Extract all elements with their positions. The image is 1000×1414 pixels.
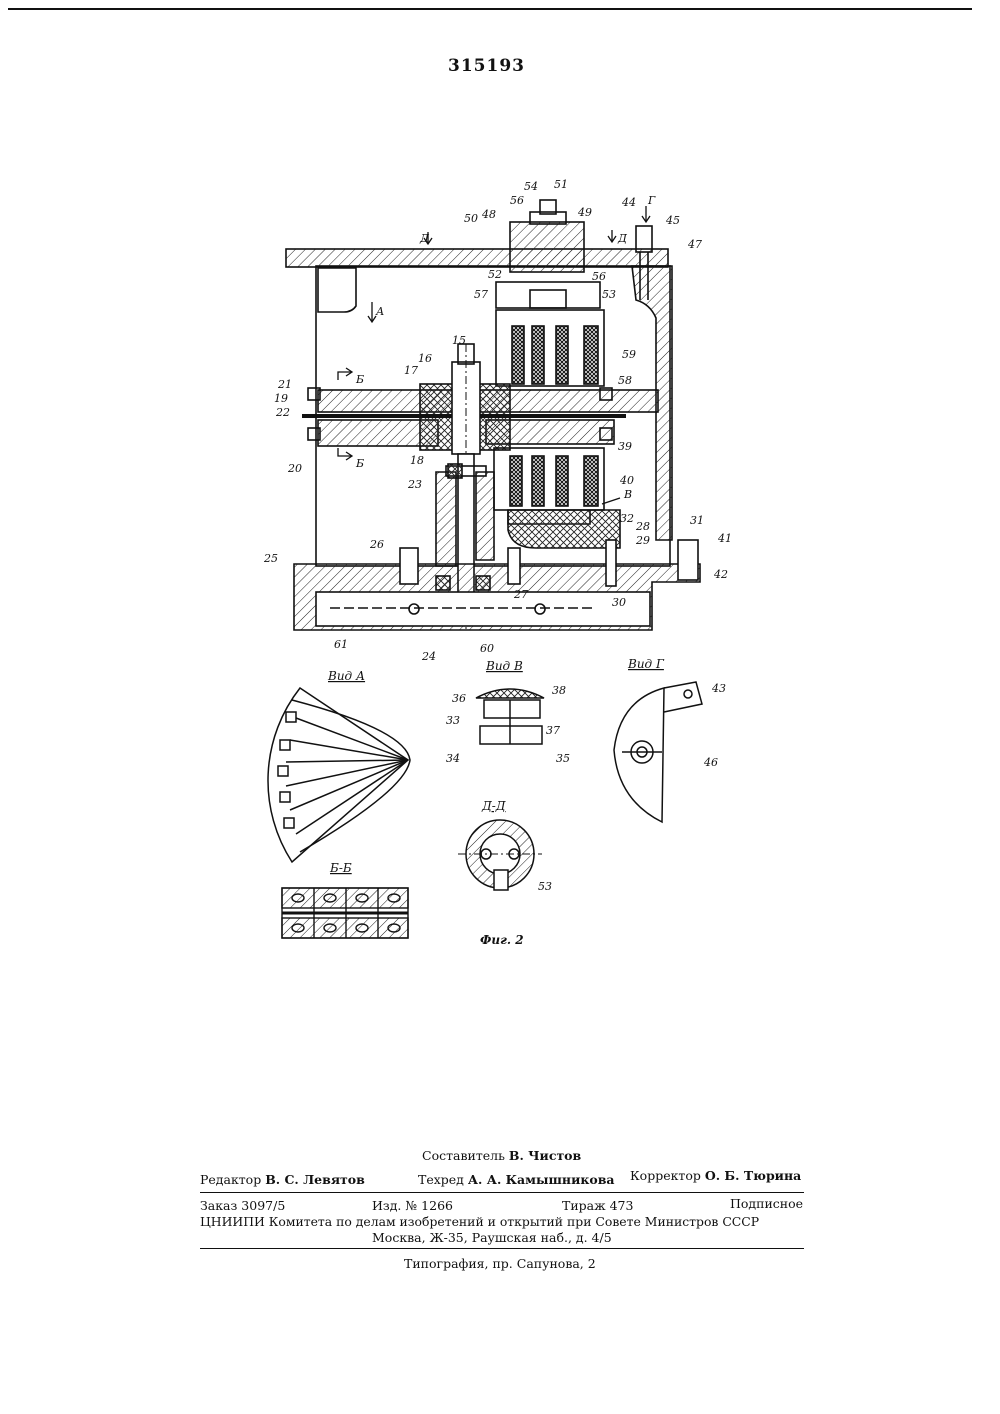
callout-24: 24 — [421, 650, 436, 663]
techred-line: Техред А. А. Камышникова — [418, 1172, 615, 1187]
callout-45: 45 — [665, 214, 680, 227]
callout-19: 19 — [274, 392, 288, 405]
edition-number: Изд. № 1266 — [372, 1198, 453, 1213]
callout-59: 59 — [622, 348, 636, 361]
callout-58: 58 — [618, 374, 632, 387]
top-hub — [510, 222, 584, 272]
top-plate — [286, 249, 668, 267]
callout-48: 48 — [481, 208, 496, 221]
technical-drawing: А Б Б Д Д Г В 15 16 17 18 19 20 21 22 23… — [0, 0, 1000, 1000]
callout-47: 47 — [687, 238, 702, 251]
view-a-label: Вид А — [327, 669, 365, 683]
section-bb-label: Б-Б — [329, 861, 352, 875]
view-v-label: Вид В — [485, 659, 523, 673]
compiler-name: В. Чистов — [509, 1148, 581, 1163]
carrier — [508, 510, 620, 548]
corrector-role: Корректор — [630, 1168, 701, 1183]
view-a — [268, 688, 410, 862]
callout-27: 27 — [513, 588, 528, 601]
callout-34: 34 — [446, 752, 460, 765]
callout-42: 42 — [713, 568, 728, 581]
corrector-name: О. Б. Тюрина — [705, 1168, 801, 1183]
callout-41: 41 — [717, 532, 732, 545]
callout-37: 37 — [546, 724, 560, 737]
callout-46: 46 — [703, 756, 718, 769]
callout-26: 26 — [369, 538, 384, 551]
circulation: Тираж 473 — [562, 1198, 633, 1213]
callout-44: 44 — [621, 196, 636, 209]
section-dd — [458, 820, 542, 890]
subscription: Подписное — [730, 1196, 803, 1211]
left-bracket — [318, 268, 356, 312]
order-number: Заказ 3097/5 — [200, 1198, 285, 1213]
marker-b-bottom: Б — [355, 457, 364, 470]
corrector-line: Корректор О. Б. Тюрина — [630, 1168, 801, 1183]
view-v — [476, 689, 544, 744]
callout-49: 49 — [577, 206, 592, 219]
techred-role: Техред — [418, 1172, 464, 1187]
marker-d-right: Д — [617, 232, 628, 245]
callout-51: 51 — [554, 178, 568, 191]
printer-line: Типография, пр. Сапунова, 2 — [404, 1256, 596, 1271]
view-g — [614, 682, 702, 822]
callout-15: 15 — [452, 334, 466, 347]
techred-name: А. А. Камышникова — [468, 1172, 615, 1187]
callout-22: 22 — [275, 406, 290, 419]
callout-23: 23 — [407, 478, 422, 491]
callout-40: 40 — [619, 474, 634, 487]
callout-28: 28 — [635, 520, 650, 533]
section-dd-label: Д-Д — [481, 799, 506, 813]
divider-2 — [200, 1248, 804, 1249]
org-line: ЦНИИПИ Комитета по делам изобретений и о… — [200, 1214, 759, 1229]
callout-20: 20 — [287, 462, 302, 475]
marker-g: Г — [647, 194, 656, 207]
callout-57: 57 — [474, 288, 488, 301]
callout-30: 30 — [612, 596, 626, 609]
callout-18: 18 — [410, 454, 424, 467]
callout-31: 31 — [690, 514, 704, 527]
callout-21: 21 — [277, 378, 292, 391]
editor-role: Редактор — [200, 1172, 261, 1187]
callout-38: 38 — [552, 684, 566, 697]
callout-60: 60 — [480, 642, 494, 655]
callout-61: 61 — [334, 638, 348, 651]
callout-17: 17 — [404, 364, 418, 377]
address-line: Москва, Ж-35, Раушская наб., д. 4/5 — [372, 1230, 612, 1245]
editor-name: В. С. Левятов — [265, 1172, 365, 1187]
callout-25: 25 — [263, 552, 278, 565]
callout-29: 29 — [635, 534, 650, 547]
callout-54: 54 — [524, 180, 538, 193]
callout-50: 50 — [464, 212, 478, 225]
compiler-role: Составитель — [422, 1148, 505, 1163]
marker-a: А — [375, 305, 384, 318]
callout-53-dd: 53 — [538, 880, 552, 893]
marker-d-left: Д — [419, 232, 430, 245]
main-section-view — [286, 200, 700, 630]
callout-33: 33 — [446, 714, 460, 727]
editor-line: Редактор В. С. Левятов — [200, 1172, 365, 1187]
callout-53: 53 — [602, 288, 616, 301]
callout-32: 32 — [620, 512, 634, 525]
callout-56-right: 56 — [592, 270, 606, 283]
section-bb — [282, 888, 408, 938]
callout-39: 39 — [618, 440, 632, 453]
view-g-label: Вид Г — [627, 657, 665, 671]
figure-caption: Фиг. 2 — [480, 933, 524, 947]
callout-43: 43 — [711, 682, 726, 695]
callout-35: 35 — [556, 752, 570, 765]
callout-36: 36 — [452, 692, 466, 705]
divider-1 — [200, 1192, 804, 1193]
compiler-line: Составитель В. Чистов — [422, 1148, 581, 1163]
marker-v: В — [623, 488, 632, 501]
marker-b-top: Б — [355, 373, 364, 386]
callout-56-top: 56 — [510, 194, 524, 207]
callout-16: 16 — [418, 352, 432, 365]
callout-52: 52 — [488, 268, 502, 281]
